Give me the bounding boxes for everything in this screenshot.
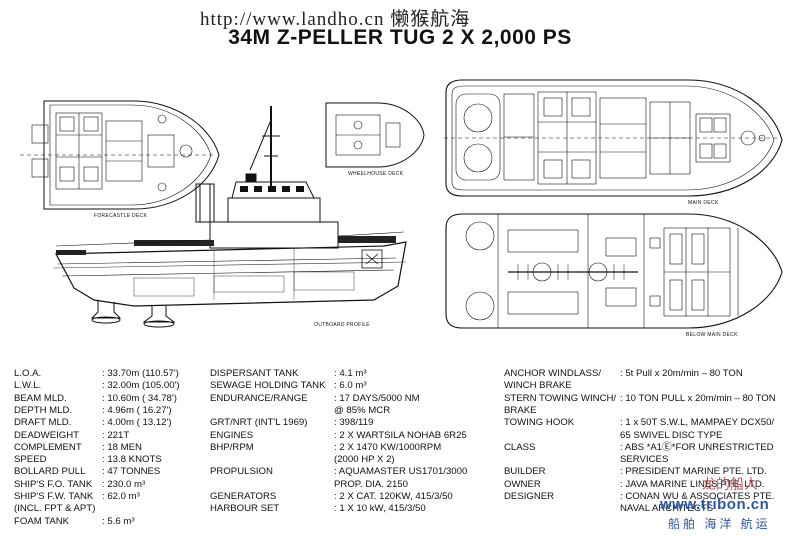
specs-column-3: ANCHOR WINDLASS/: 5t Pull x 20m/min – 80… (504, 368, 776, 515)
specs-column-1: L.O.A.: 33.70m (110.57') L.W.L.: 32.00m … (14, 368, 180, 527)
wheelhouse-deck-plan: WHEELHOUSE DECK (325, 102, 425, 177)
page-title: 34M Z-PELLER TUG 2 X 2,000 PS (228, 26, 572, 49)
main-deck-plan: MAIN DECK (444, 79, 783, 206)
watermark-subtitle: 船舶 海洋 航运 (668, 517, 771, 531)
watermark-url: www.tribon.cn (660, 496, 770, 513)
watermark-cn-text: 龙的船人 (702, 476, 758, 492)
below-main-deck-plan: BELOW MAIN DECK (445, 213, 783, 338)
below-main-deck-label: BELOW MAIN DECK (686, 332, 738, 338)
outboard-profile: OUTBOARD PROFILE (53, 106, 407, 328)
outboard-profile-label: OUTBOARD PROFILE (314, 322, 370, 328)
watermark-header: http://www.landho.cn 懒猴航海 (200, 9, 471, 30)
main-deck-label: MAIN DECK (688, 200, 719, 206)
forecastle-deck-label: FORECASTLE DECK (94, 213, 147, 219)
specs-column-2: DISPERSANT TANK: 4.1 m³ SEWAGE HOLDING T… (210, 368, 468, 515)
forecastle-deck-plan: FORECASTLE DECK (20, 100, 220, 219)
wheelhouse-deck-label: WHEELHOUSE DECK (348, 171, 404, 177)
